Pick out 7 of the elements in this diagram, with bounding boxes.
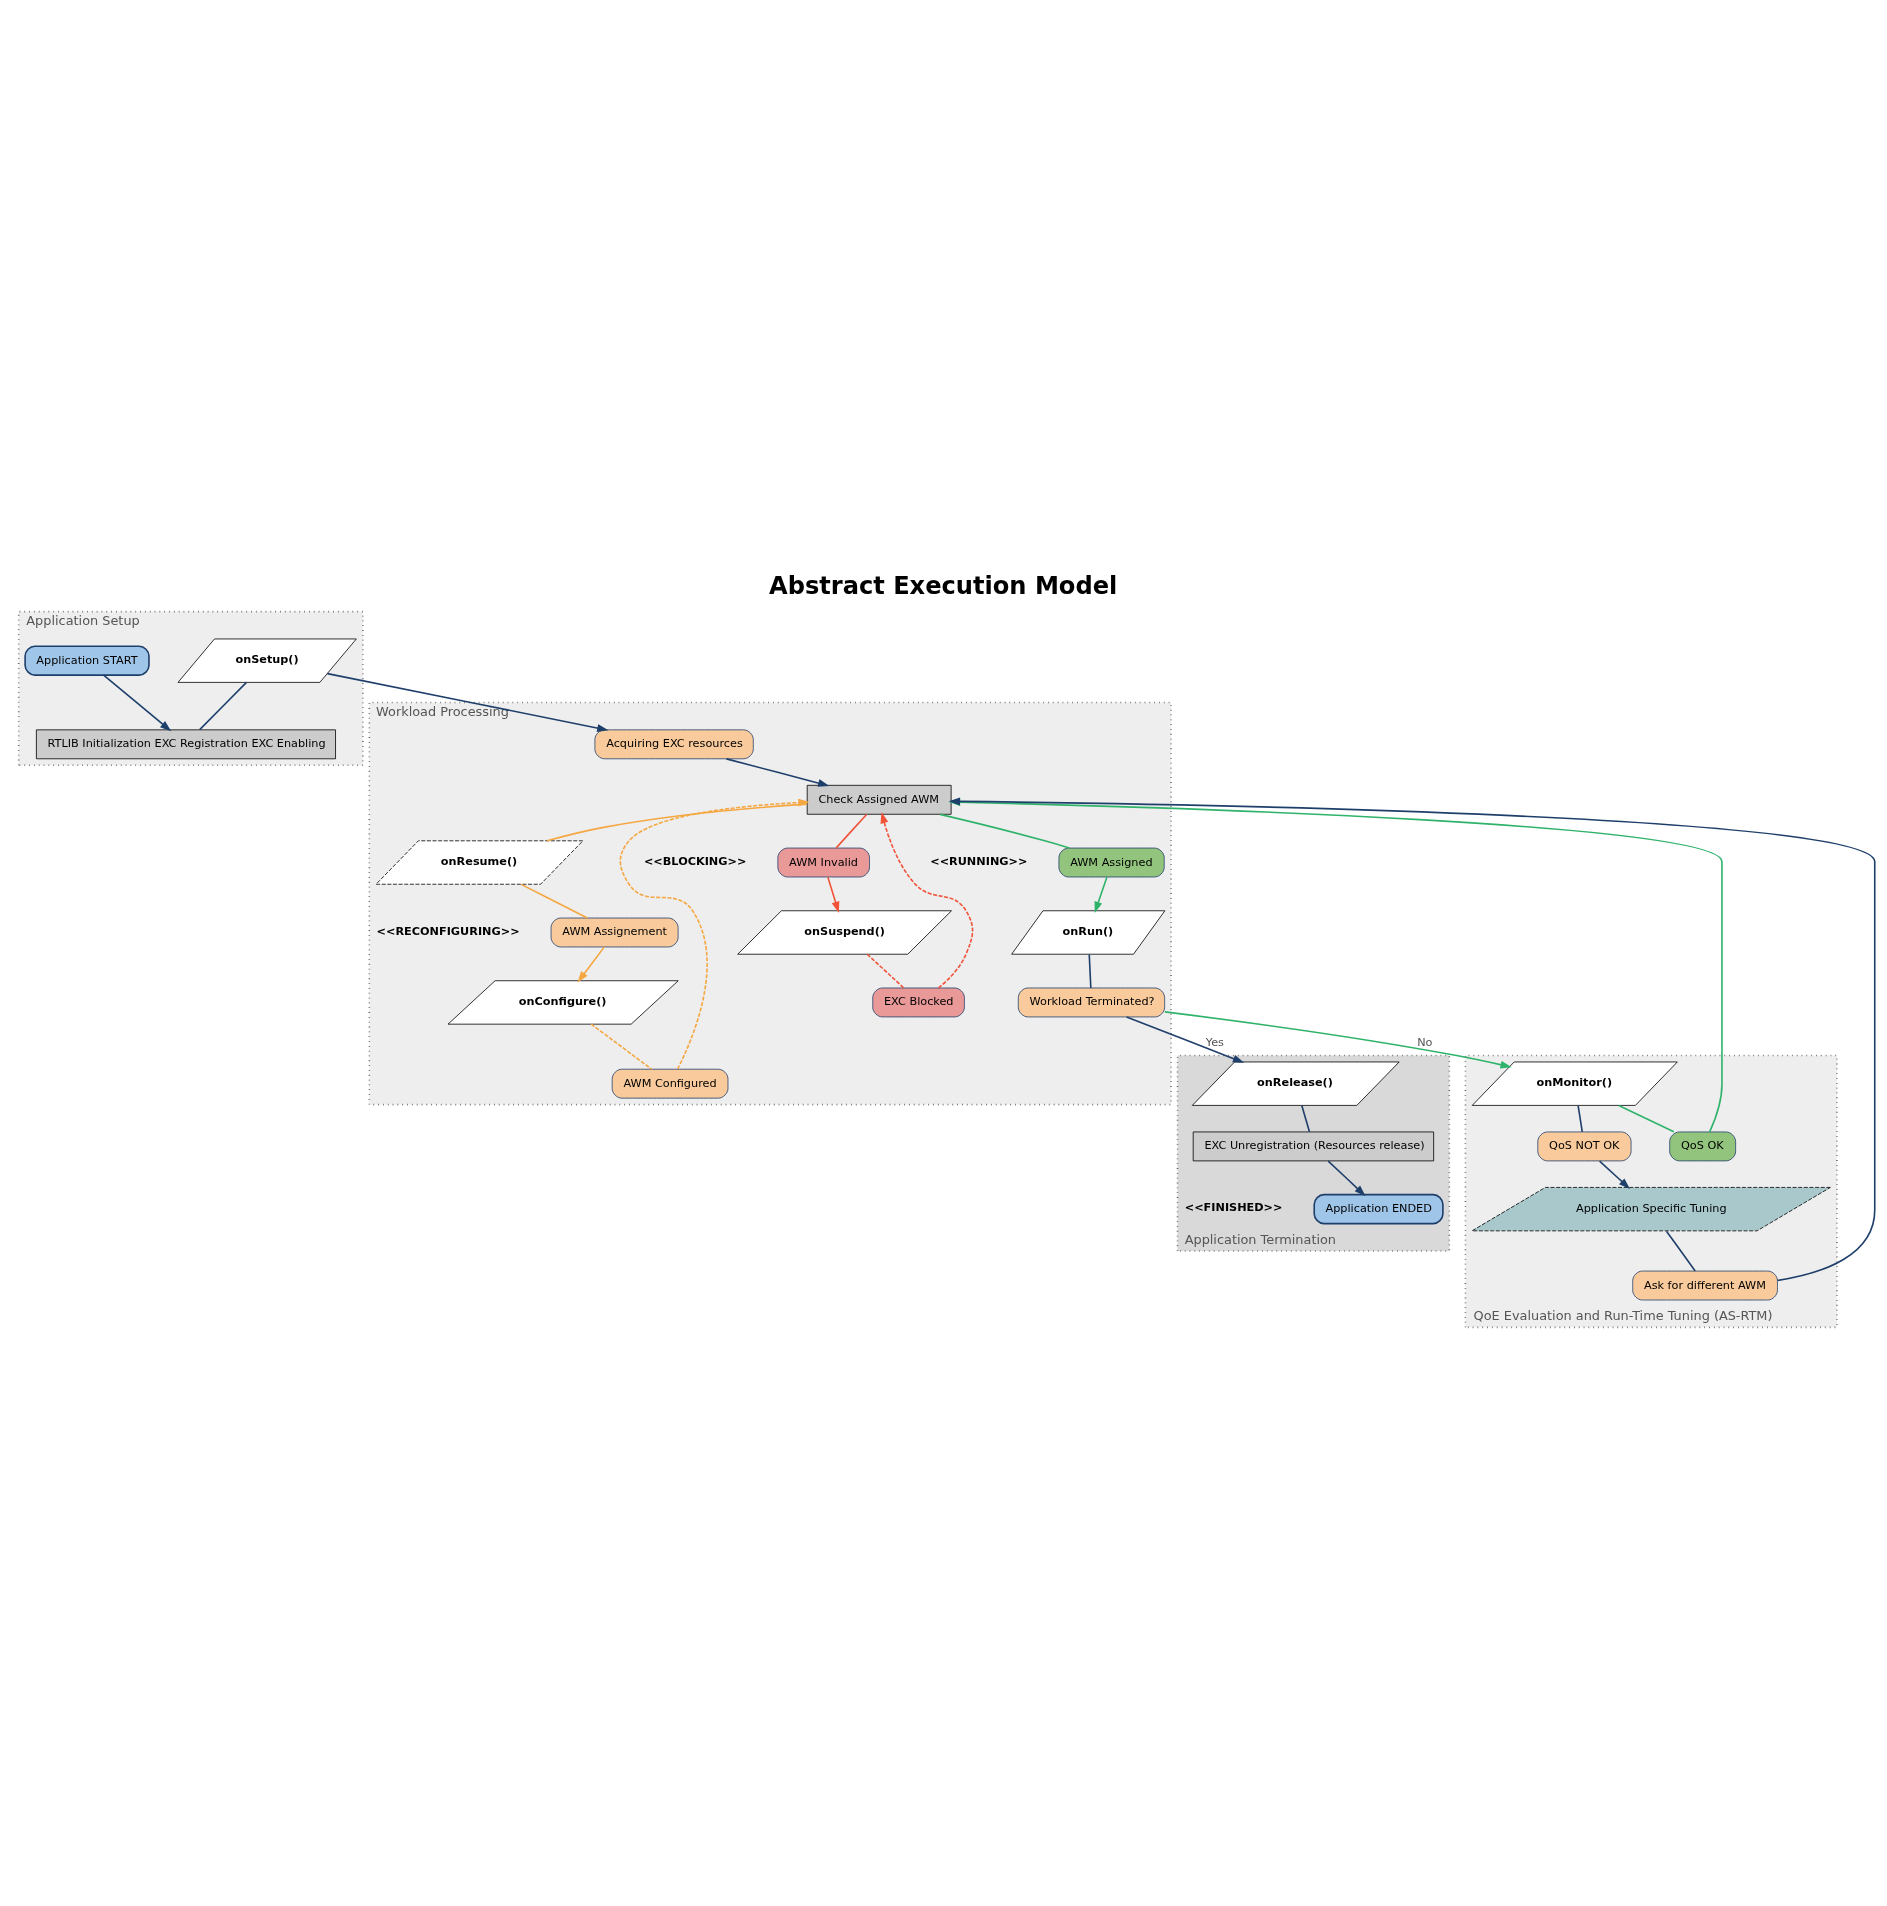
node-label: <<RUNNING>>	[930, 854, 1028, 868]
node-label: <<FINISHED>>	[1184, 1201, 1283, 1215]
node-label: <<RECONFIGURING>>	[376, 924, 520, 938]
edge-label: No	[1417, 1036, 1433, 1050]
node-label: <<BLOCKING>>	[643, 854, 747, 868]
diagram-title: Abstract Execution Model	[768, 571, 1118, 600]
edge-label: Yes	[1205, 1036, 1224, 1050]
